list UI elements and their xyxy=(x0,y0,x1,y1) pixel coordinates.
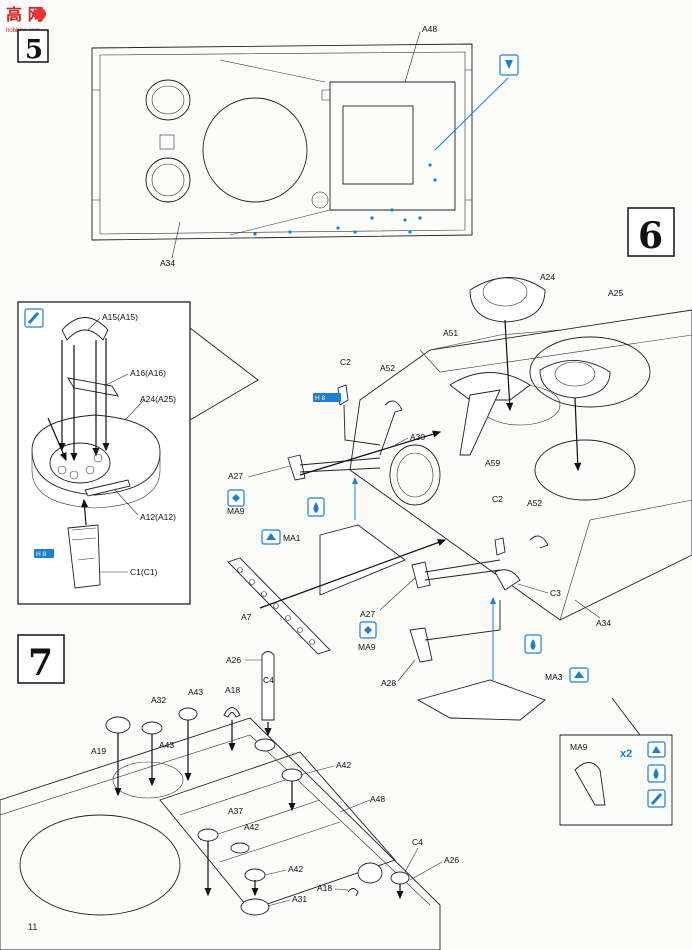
part-a27-left xyxy=(287,454,306,481)
part-a27-right xyxy=(411,561,431,589)
part-ma9 xyxy=(574,762,606,806)
step-6-number: 6 xyxy=(638,215,663,257)
part-c4-right xyxy=(390,871,410,885)
label-c3: C3 xyxy=(550,588,561,598)
hull-upper-a34 xyxy=(349,309,692,621)
part-ma3 xyxy=(416,679,546,721)
watermark-title: 高 网 xyxy=(6,5,44,24)
label-c2-right: C2 xyxy=(492,494,503,504)
label-a34-main: A34 xyxy=(596,618,611,628)
step-5-number: 5 xyxy=(25,35,43,65)
label-c4-right: C4 xyxy=(412,837,423,847)
label-a52-left: A52 xyxy=(380,363,395,373)
label-ma9-right: MA9 xyxy=(358,642,376,652)
part-a12 xyxy=(84,479,131,497)
hull-plate-a34 xyxy=(91,43,473,241)
step-5-box xyxy=(17,29,49,63)
label-a59: A59 xyxy=(485,458,500,468)
ref-h8-inset: H 8 xyxy=(36,551,47,558)
label-a42-mid: A42 xyxy=(244,822,259,832)
part-a28 xyxy=(409,627,433,663)
step-7-number: 7 xyxy=(28,642,53,684)
label-ma1: MA1 xyxy=(283,533,301,543)
part-a25 xyxy=(539,360,611,399)
label-a19: A19 xyxy=(91,746,106,756)
part-a52-right xyxy=(529,535,549,549)
label-a52-right: A52 xyxy=(527,498,542,508)
quantity-x2: x2 xyxy=(620,748,632,760)
label-a30: A30 xyxy=(410,432,425,442)
part-c1 xyxy=(67,524,101,589)
page-number: 11 xyxy=(28,922,37,932)
step-7: 7 A19 A32 A43 A43 xyxy=(0,634,459,950)
label-a7: A7 xyxy=(241,612,252,622)
label-a34-top: A34 xyxy=(160,258,175,268)
hull-rear-deck xyxy=(0,717,441,950)
label-a27-left: A27 xyxy=(228,471,243,481)
label-a16: A16(A16) xyxy=(130,368,166,378)
part-a37 xyxy=(197,828,219,842)
label-a24-inset: A24(A25) xyxy=(140,394,176,404)
label-ma9-detail: MA9 xyxy=(570,742,588,752)
part-a31 xyxy=(240,898,270,916)
step-6-box xyxy=(627,207,675,257)
label-a26-top: A26 xyxy=(226,655,241,665)
label-a48-step7: A48 xyxy=(370,794,385,804)
label-a37: A37 xyxy=(228,806,243,816)
part-c3 xyxy=(494,569,521,591)
part-a18-top xyxy=(223,707,241,718)
label-c4-top: C4 xyxy=(263,675,274,685)
part-a43-top xyxy=(178,707,198,721)
part-a42-mid xyxy=(230,842,250,854)
label-ma9-left: MA9 xyxy=(227,506,245,516)
plate-a48-step7 xyxy=(159,751,396,911)
label-ma3: MA3 xyxy=(545,672,563,682)
label-a12: A12(A12) xyxy=(140,512,176,522)
label-c2-left: C2 xyxy=(340,357,351,367)
step-6: 6 H 8 A15(A15) A16(A16) A24(A25) A12(A1 xyxy=(17,207,692,826)
label-a48-top: A48 xyxy=(422,24,437,34)
label-a43-mid: A43 xyxy=(159,740,174,750)
part-a18-low xyxy=(347,888,359,897)
label-a42-low: A42 xyxy=(288,864,303,874)
part-c4-top xyxy=(254,738,276,752)
plate-a48 xyxy=(329,81,456,211)
step-5: 5 A48 A34 xyxy=(17,24,519,268)
label-a42-top: A42 xyxy=(336,760,351,770)
label-a26-right: A26 xyxy=(444,855,459,865)
step-7-box xyxy=(17,634,65,684)
part-a19 xyxy=(105,716,131,734)
part-a51 xyxy=(449,372,531,401)
part-a42-low xyxy=(244,868,266,882)
label-a51: A51 xyxy=(443,328,458,338)
label-a28: A28 xyxy=(381,678,396,688)
label-a32: A32 xyxy=(151,695,166,705)
label-a18-low: A18 xyxy=(317,883,332,893)
label-a15: A15(A15) xyxy=(102,312,138,322)
part-a52-left xyxy=(384,400,403,413)
part-a59 xyxy=(459,389,501,456)
part-a32 xyxy=(141,721,163,735)
part-a24-main xyxy=(469,277,546,323)
label-a24: A24 xyxy=(540,272,555,282)
label-a43-top: A43 xyxy=(188,687,203,697)
part-hatch-disc xyxy=(357,862,383,884)
part-a15 xyxy=(61,317,109,341)
ref-h8-main: H 8 xyxy=(315,395,326,402)
label-c1: C1(C1) xyxy=(130,567,158,577)
label-a31: A31 xyxy=(292,894,307,904)
part-c2-right xyxy=(494,537,506,556)
label-a25: A25 xyxy=(608,288,623,298)
label-a18-top: A18 xyxy=(225,685,240,695)
part-a42-top xyxy=(281,768,303,782)
part-a7 xyxy=(227,557,331,655)
part-a26-top xyxy=(261,651,275,721)
label-a27-right: A27 xyxy=(360,609,375,619)
